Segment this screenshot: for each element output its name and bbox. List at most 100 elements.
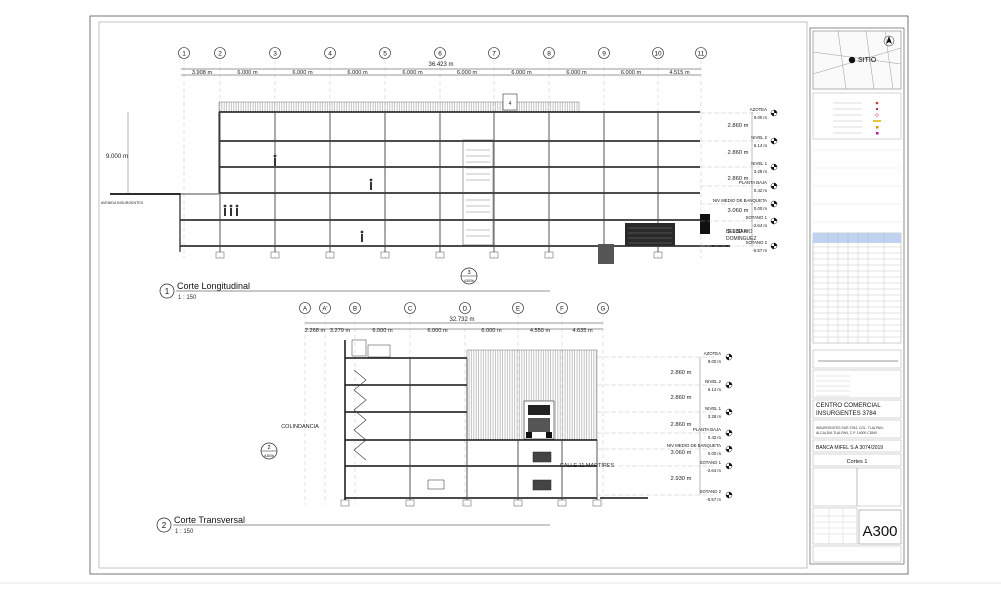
view-number: 2	[162, 521, 167, 530]
footing	[592, 499, 602, 507]
grid-bubble	[543, 47, 555, 59]
grid-bubble	[488, 47, 500, 59]
overall-dimension: 36.423 m	[428, 62, 453, 68]
grid-label: 1	[182, 51, 186, 58]
site-dot-icon	[848, 56, 856, 64]
svg-text:3: 3	[467, 270, 470, 276]
section-marker-3: 3 A300b	[460, 267, 478, 285]
span-dimension: 6.000 m	[621, 70, 642, 76]
grid-label: A	[303, 307, 307, 313]
grid-bubble	[695, 47, 707, 59]
level-marker-icon	[725, 445, 733, 453]
section-marker-2: 2 A300b	[260, 442, 278, 460]
grid-bubble	[652, 47, 664, 59]
grid-label: 2	[218, 51, 222, 58]
level-marker-icon	[725, 408, 733, 416]
span-dimension: 2.268 m	[305, 328, 326, 334]
level-elevation: 0.42 m	[708, 435, 722, 440]
grid-label: 9	[602, 51, 606, 58]
sheet-number: A300	[862, 523, 897, 540]
footing	[513, 499, 523, 507]
site-planter	[598, 244, 614, 264]
svg-text:A300b: A300b	[464, 279, 474, 283]
span-dimension: 4.550 m	[530, 328, 551, 334]
grid-bubble	[299, 302, 311, 314]
svg-text:2: 2	[267, 445, 270, 451]
grid-label: 7	[492, 51, 496, 58]
inner-border	[98, 21, 808, 569]
level-elevation: -5.57 m	[752, 248, 767, 253]
owner-name: BANCA MIFEL S.A 3074/2019	[816, 445, 883, 451]
street-right-label-2: DOMINGUEZ	[726, 236, 757, 242]
parking-grille	[625, 223, 675, 246]
footing	[557, 499, 567, 507]
span-dimension: 6.000 m	[402, 70, 423, 76]
view-scale: 1 : 150	[175, 529, 194, 535]
north-arrow-icon	[886, 36, 892, 44]
level-elevation: -2.64 m	[752, 223, 767, 228]
grid-label: 5	[383, 51, 387, 58]
street-label: CALLE 11 MARTIRES	[560, 463, 615, 469]
level-name: NIV MEDIO DE BANQUETA	[713, 198, 767, 203]
level-marker-icon	[770, 182, 778, 190]
span-dimension: 3.908 m	[192, 70, 213, 76]
outer-border	[89, 15, 909, 575]
level-marker-icon	[770, 200, 778, 208]
footing	[380, 251, 390, 259]
height-dimension: 9.000 m	[106, 153, 128, 160]
span-dimension: 3.279 m	[330, 328, 351, 334]
grid-bubble	[434, 47, 446, 59]
grid-label: 4	[328, 51, 332, 58]
level-marker-icon	[770, 109, 778, 117]
human-figures	[223, 154, 373, 242]
floor-height: 2.860 m	[671, 422, 692, 428]
level-marker-icon	[770, 242, 778, 250]
span-dimension: 4.635 m	[572, 328, 593, 334]
grid-bubble	[597, 302, 609, 314]
address-1: INSURGENTES SUR 3784, COL. TLALPAN,	[816, 426, 884, 430]
footing	[653, 251, 663, 259]
stair-core	[462, 139, 494, 246]
grid-label: 11	[698, 51, 705, 58]
street-left-label: AVENIDA INSURGENTES	[101, 201, 144, 205]
level-elevation: 3.28 m	[754, 169, 768, 174]
level-name: NIVEL 2	[705, 379, 721, 384]
level-elevation: 9.00 m	[754, 115, 768, 120]
svg-text:4: 4	[509, 101, 512, 107]
level-name: SOTANO 2	[700, 489, 722, 494]
floor-height: 2.860 m	[728, 123, 749, 129]
level-elevation: 6.14 m	[754, 143, 768, 148]
grid-bubble	[404, 302, 416, 314]
level-elevation: -2.64 m	[706, 468, 721, 473]
level-marker-icon	[725, 462, 733, 470]
floor-height: 2.860 m	[728, 176, 749, 182]
level-elevation: 0.00 m	[754, 206, 768, 211]
span-dimension: 6.000 m	[511, 70, 532, 76]
span-dimension: 6.000 m	[292, 70, 313, 76]
level-marker-icon	[725, 429, 733, 437]
grid-label: 8	[547, 51, 551, 58]
project-name-2: INSURGENTES 3784	[816, 410, 877, 417]
level-elevation: -5.57 m	[706, 497, 721, 502]
grid-label: A'	[322, 307, 327, 313]
level-marker-icon	[770, 217, 778, 225]
grid-label: E	[516, 307, 520, 313]
grid-bubble	[324, 47, 336, 59]
grid-label: G	[601, 307, 606, 313]
grid-bubble	[349, 302, 361, 314]
floor-height: 2.860 m	[728, 150, 749, 156]
level-name: SOTANO 1	[746, 215, 768, 220]
view-number: 1	[165, 287, 170, 296]
level-marker-icon	[725, 353, 733, 361]
level-marker-icon	[770, 137, 778, 145]
street-right-label-1: BELISARIO	[726, 229, 753, 235]
grid-label: D	[463, 307, 468, 313]
view-number-bubble	[159, 283, 175, 299]
level-marker-icon	[725, 491, 733, 499]
level-name: NIV MEDIO DE BANQUETA	[667, 443, 721, 448]
span-dimension: 6.000 m	[427, 328, 448, 334]
floor-height: 3.060 m	[728, 208, 749, 214]
